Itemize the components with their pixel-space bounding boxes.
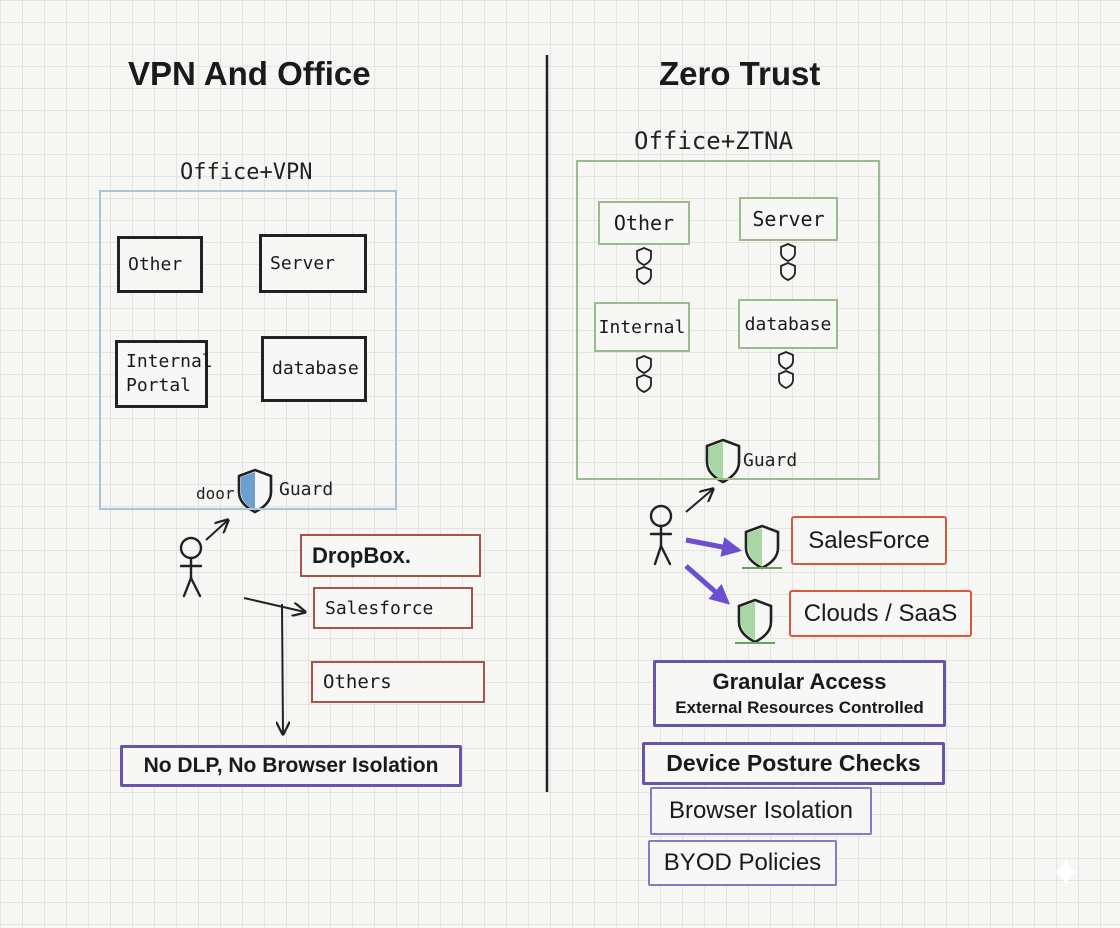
other-label: Other [128, 253, 183, 275]
right-title: Zero Trust [659, 55, 821, 92]
server-box: Server [259, 234, 367, 293]
others-box: Others [311, 661, 485, 703]
ztna-guard-shield-icon [705, 438, 741, 484]
internal-portal-box: Internal Portal [115, 340, 213, 408]
office-vpn-region [99, 190, 397, 510]
server-label: Server [270, 252, 336, 274]
ztna-database-label: database [744, 313, 832, 335]
left-title: VPN And Office [128, 55, 371, 92]
byod-label: BYOD Policies [663, 849, 822, 876]
guard-label: Guard [279, 479, 334, 500]
micro-shields-internal [636, 355, 652, 393]
salesforce-shield-icon [742, 524, 782, 570]
browser-isolation-label: Browser Isolation [668, 797, 854, 824]
guard-shield-icon [237, 468, 273, 514]
user-stick-figure-right [649, 504, 673, 566]
database-box: database [261, 336, 367, 402]
database-label: database [272, 358, 359, 379]
ztna-other-box: Other [598, 201, 690, 245]
clouds-shield-icon [735, 598, 775, 644]
dropbox-box: DropBox. [300, 534, 481, 577]
clouds-saas-label: Clouds / SaaS [803, 599, 958, 627]
granular-access-title: Granular Access [712, 669, 887, 694]
ztna-server-label: Server [752, 207, 825, 231]
arrow-to-door [205, 520, 228, 541]
micro-shields-other [636, 247, 652, 285]
browser-isolation-box: Browser Isolation [650, 787, 872, 835]
ztna-internal-box: Internal [594, 302, 690, 352]
ztna-other-label: Other [613, 211, 675, 235]
internal-label: Internal [126, 351, 213, 372]
device-posture-label: Device Posture Checks [666, 750, 921, 776]
arrow-to-clouds-purple [684, 564, 731, 605]
portal-label: Portal [126, 375, 192, 396]
sparkle-icon [1052, 856, 1080, 888]
ztna-guard-label: Guard [743, 450, 798, 471]
ztna-database-box: database [738, 299, 838, 349]
office-vpn-label: Office+VPN [180, 160, 313, 185]
micro-shields-database [778, 351, 794, 389]
salesforce-box-right: SalesForce [791, 516, 947, 565]
ztna-internal-label: Internal [598, 316, 686, 338]
granular-access-sub: External Resources Controlled [675, 698, 924, 717]
arrow-to-ztna-guard [685, 489, 713, 513]
device-posture-box: Device Posture Checks [642, 742, 945, 785]
door-label: door [196, 484, 235, 503]
salesforce-label-right: SalesForce [808, 526, 930, 554]
byod-box: BYOD Policies [648, 840, 837, 886]
office-ztna-region [576, 160, 880, 480]
no-dlp-note: No DLP, No Browser Isolation [120, 745, 462, 787]
clouds-saas-box: Clouds / SaaS [789, 590, 972, 637]
others-label: Others [323, 671, 392, 693]
salesforce-box-left: Salesforce [313, 587, 473, 629]
micro-shields-server [780, 243, 796, 281]
other-box: Other [117, 236, 203, 293]
office-ztna-label: Office+ZTNA [634, 127, 793, 155]
no-dlp-label: No DLP, No Browser Isolation [143, 754, 439, 777]
granular-access-box: Granular Access External Resources Contr… [653, 660, 946, 727]
arrow-to-salesforce [243, 597, 305, 612]
salesforce-label-left: Salesforce [325, 597, 434, 619]
ztna-server-box: Server [739, 197, 838, 241]
dropbox-label: DropBox. [312, 542, 411, 568]
arrow-down-to-note [282, 603, 283, 734]
arrow-to-salesforce-purple [685, 537, 742, 557]
user-stick-figure-left [179, 536, 203, 598]
